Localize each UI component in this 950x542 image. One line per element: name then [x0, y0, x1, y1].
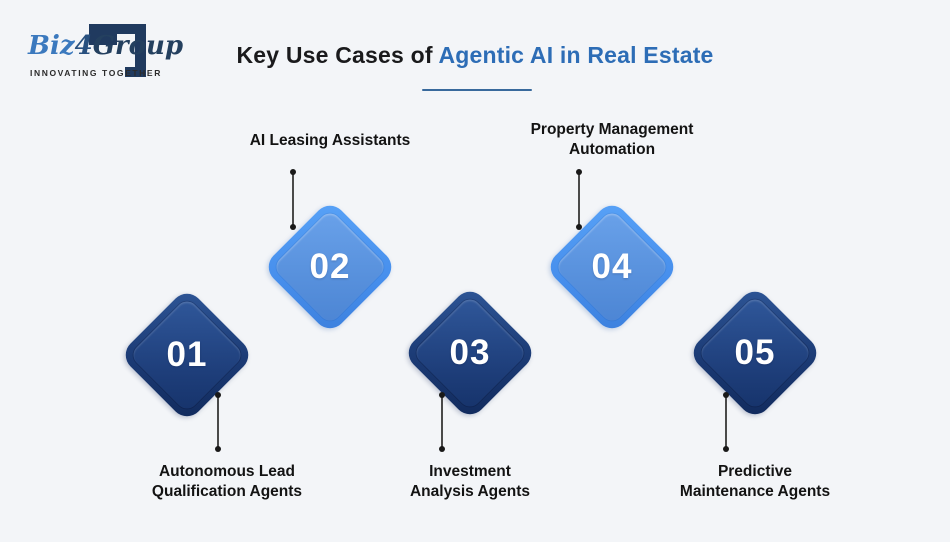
brand-name-part3: Group: [92, 31, 184, 61]
step-number-01: 01: [166, 335, 208, 374]
brand-name-part1: Biz: [28, 31, 75, 61]
diamond-step-05: 05: [687, 285, 823, 421]
title-underline: [422, 89, 532, 91]
step-number-03: 03: [449, 333, 491, 372]
page-title-prefix: Key Use Cases of: [236, 42, 439, 68]
brand-name-part2: 4: [74, 31, 93, 61]
brand-tagline: INNOVATING TOGETHER: [30, 68, 162, 78]
connector-line-04: [576, 169, 582, 230]
page-title-highlight: Agentic AI in Real Estate: [438, 42, 714, 68]
step-label-05: Predictive Maintenance Agents: [625, 462, 885, 502]
step-number-02: 02: [309, 247, 351, 286]
diamond-step-01: 01: [119, 287, 255, 423]
diamond-step-04: 04: [544, 199, 680, 335]
brand-logo-mark-icon: [89, 24, 146, 77]
step-number-04: 04: [591, 247, 633, 286]
step-label-02: AI Leasing Assistants: [200, 131, 460, 151]
connector-line-02: [290, 169, 296, 230]
step-label-line: Automation: [568, 141, 656, 158]
step-label-line: AI Leasing Assistants: [249, 132, 411, 149]
step-label-line: Qualification Agents: [151, 483, 303, 500]
diamond-step-02: 02: [262, 199, 398, 335]
step-label-line: Maintenance Agents: [679, 483, 831, 500]
step-label-line: Predictive: [717, 463, 793, 480]
step-label-line: Property Management: [530, 121, 694, 138]
connector-line-05: [723, 392, 729, 452]
step-label-line: Analysis Agents: [409, 483, 531, 500]
brand-logo: Biz4Group INNOVATING TOGETHER: [28, 24, 183, 84]
connector-line-03: [439, 392, 445, 452]
brand-name: Biz4Group: [28, 32, 183, 60]
connector-line-01: [215, 392, 221, 452]
step-label-01: Autonomous Lead Qualification Agents: [97, 462, 357, 502]
page-title: Key Use Cases of Agentic AI in Real Esta…: [0, 42, 950, 69]
step-label-line: Autonomous Lead: [158, 463, 296, 480]
diamond-step-03: 03: [402, 285, 538, 421]
step-label-04: Property Management Automation: [482, 120, 742, 160]
step-label-line: Investment: [429, 463, 511, 480]
step-label-03: Investment Analysis Agents: [340, 462, 600, 502]
step-number-05: 05: [734, 333, 776, 372]
